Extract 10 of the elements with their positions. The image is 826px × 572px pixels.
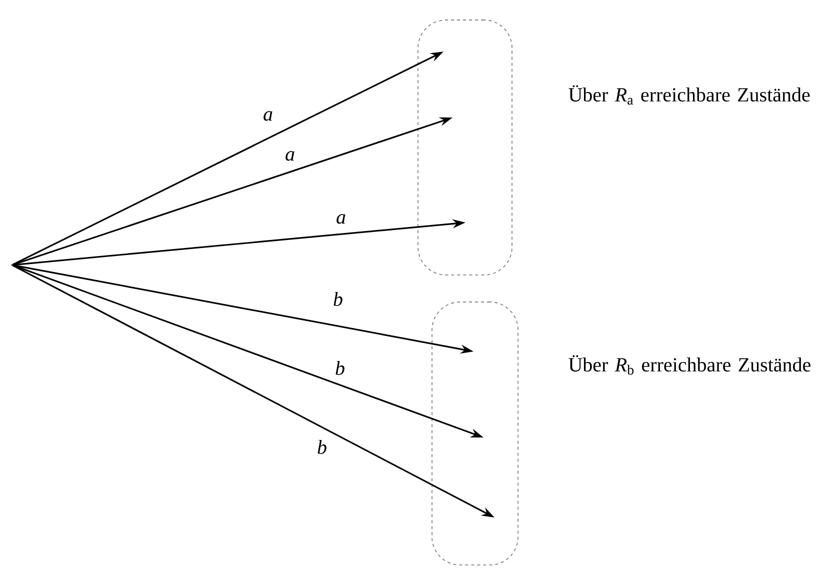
edge-label: b	[318, 440, 326, 454]
edge-label: a	[264, 111, 272, 121]
dashed-region	[418, 20, 512, 276]
edge-label: a	[286, 151, 294, 161]
region-caption: Über R$_{a}$ erreichbare Zustände	[568, 85, 810, 105]
edge-label: b	[336, 360, 344, 376]
dashed-region	[432, 302, 518, 566]
edge-label: a	[336, 214, 346, 224]
region-caption: Über R$_{b}$ erreichbare Zustände	[568, 355, 810, 375]
edge-label: b	[334, 292, 342, 306]
